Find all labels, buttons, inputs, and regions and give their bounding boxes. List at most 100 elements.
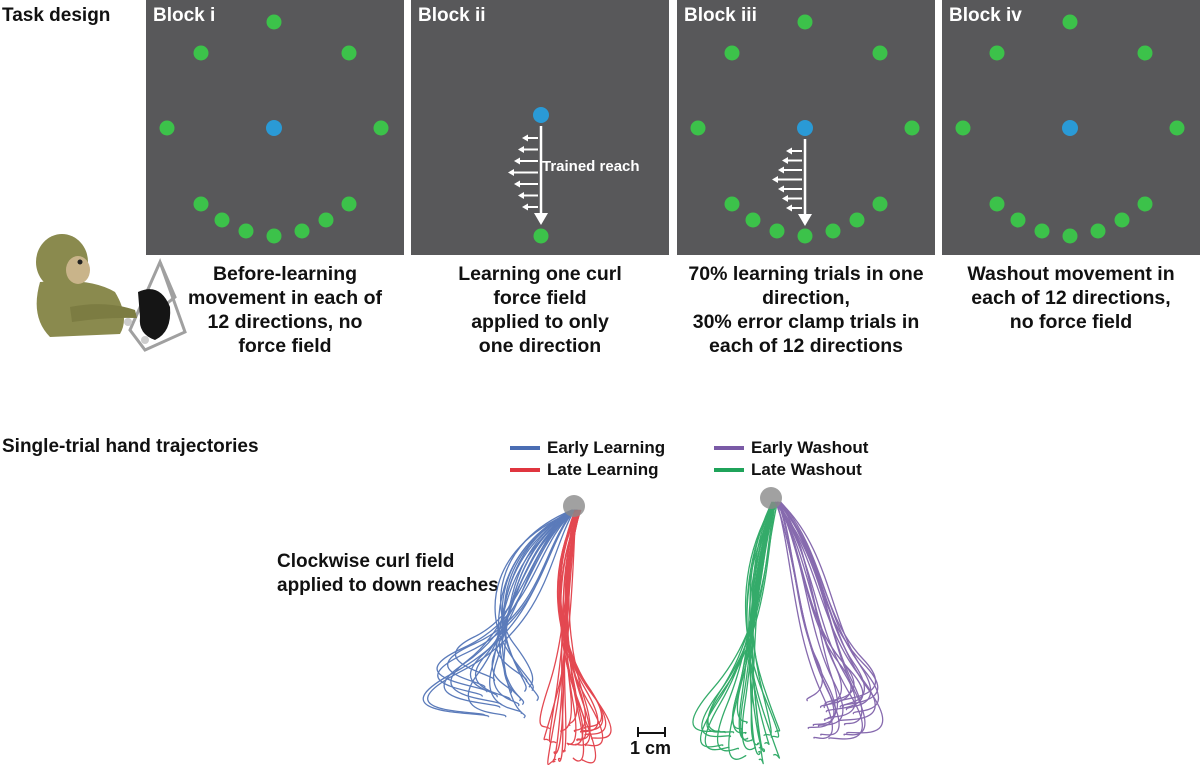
target-dot <box>318 212 334 228</box>
target-dot <box>825 223 841 239</box>
trajectory-line <box>566 509 585 762</box>
trajectory-line <box>454 509 576 682</box>
target-dot <box>193 196 209 212</box>
target-dot <box>745 212 761 228</box>
legend-swatch <box>714 468 744 472</box>
target-dot <box>1062 228 1078 244</box>
target-dot <box>1062 14 1078 30</box>
trajectory-line <box>775 501 837 727</box>
reach-arrow-head <box>798 214 812 226</box>
force-arrow-head <box>786 147 792 155</box>
force-arrow-head <box>772 176 778 183</box>
legend-washout: Early Washout Late Washout <box>714 437 868 481</box>
target-dot <box>797 228 813 244</box>
target-dot <box>1034 223 1050 239</box>
trajectory-line <box>547 509 579 765</box>
target-dot <box>904 120 920 136</box>
center-dot <box>1062 120 1078 136</box>
target-dot <box>341 196 357 212</box>
target-dot <box>724 45 740 61</box>
target-dot <box>989 196 1005 212</box>
target-dot <box>341 45 357 61</box>
trajectory-line <box>707 501 775 734</box>
trajectory-bundle <box>539 509 612 765</box>
block-ii-targets <box>508 107 549 244</box>
trajectory-bundle <box>774 501 884 740</box>
trajectory-line <box>494 509 578 692</box>
trajectory-line <box>746 501 781 759</box>
trajectory-line <box>543 509 577 742</box>
trajectory-line <box>774 501 866 736</box>
trajectory-line <box>777 501 879 709</box>
target-dot <box>872 45 888 61</box>
target-dot <box>214 212 230 228</box>
trajectory-line <box>501 509 576 702</box>
task-design-title: Task design <box>2 5 111 26</box>
block-iv-caption: Washout movement in each of 12 direction… <box>967 263 1175 333</box>
target-dot <box>159 120 175 136</box>
start-circle <box>760 487 782 509</box>
trajectory-line <box>422 509 574 718</box>
target-dot <box>294 223 310 239</box>
block-iii-caption: 70% learning trials in one direction, 30… <box>688 263 924 357</box>
target-dot <box>1090 223 1106 239</box>
trajectory-line <box>560 509 597 764</box>
block-i-caption: Before-learning movement in each of 12 d… <box>188 263 382 357</box>
block-iii-targets <box>690 14 920 244</box>
target-dot <box>1010 212 1026 228</box>
trajectory-line <box>501 509 574 719</box>
trajectory-line <box>774 501 856 720</box>
force-arrow-head <box>778 185 784 193</box>
center-dot <box>533 107 549 123</box>
trajectory-line <box>427 509 576 717</box>
block-ii-caption: Learning one curl force field applied to… <box>458 263 622 357</box>
target-dot <box>769 223 785 239</box>
target-dot <box>533 228 549 244</box>
force-arrow-head <box>508 169 514 176</box>
target-dot <box>690 120 706 136</box>
trajectory-line <box>741 501 777 751</box>
block-i-targets <box>159 14 389 244</box>
trajectory-bundle <box>422 509 579 719</box>
trajectory-line <box>744 501 780 738</box>
monkey-illustration <box>36 234 187 352</box>
curl-field-note: Clockwise curl field applied to down rea… <box>277 551 499 596</box>
trajectory-line <box>556 509 612 740</box>
target-dot <box>989 45 1005 61</box>
trajectory-bundle <box>692 501 781 765</box>
force-arrow-head <box>782 157 788 164</box>
trajectory-line <box>779 501 872 711</box>
trajectory-line <box>489 509 578 715</box>
force-arrow-head <box>518 192 524 199</box>
trajectory-line <box>728 501 778 760</box>
force-arrow-head <box>782 195 788 202</box>
trajectory-line <box>779 501 884 735</box>
legend-swatch <box>510 446 540 450</box>
legend-item-late-washout: Late Washout <box>714 459 868 481</box>
trajectory-line <box>469 509 578 698</box>
target-dot <box>872 196 888 212</box>
trajectory-line <box>747 501 779 753</box>
block-i-label: Block i <box>153 5 216 26</box>
block-iv-targets <box>955 14 1185 244</box>
center-dot <box>797 120 813 136</box>
target-dot <box>1137 196 1153 212</box>
trajectory-line <box>750 501 774 746</box>
target-dot <box>849 212 865 228</box>
trajectory-line <box>749 501 781 733</box>
trained-reach-label: Trained reach <box>542 158 640 175</box>
target-dot <box>193 45 209 61</box>
block-iii-panel: Block iii <box>677 0 935 255</box>
force-arrow-head <box>522 134 528 142</box>
center-dot <box>266 120 282 136</box>
block-i-panel: Block i <box>146 0 404 255</box>
scale-bar-label: 1 cm <box>630 738 672 758</box>
trajectory-line <box>450 509 574 706</box>
target-dot <box>724 196 740 212</box>
trajectory-line <box>503 509 579 693</box>
trajectory-line <box>738 501 778 740</box>
block-iv-panel: Block iv <box>942 0 1200 255</box>
block-ii-label: Block ii <box>418 5 486 26</box>
target-dot <box>266 14 282 30</box>
